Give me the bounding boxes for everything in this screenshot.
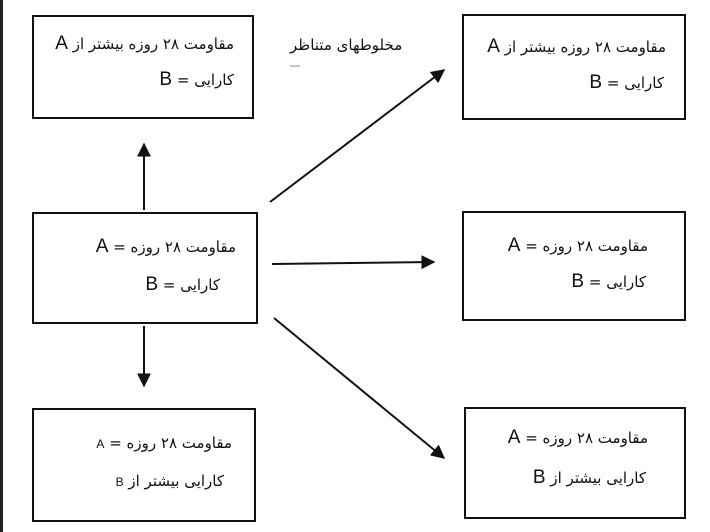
box-center-strength-var: A <box>95 236 109 257</box>
box-bottom-left-workability-label: کارایی بیشتر از <box>128 472 224 490</box>
box-middle-right: مقاومت ۲۸ روزه = A کارایی = B <box>462 211 686 321</box>
box-middle-right-line2: کارایی = B <box>571 271 646 293</box>
box-bottom-right-workability-label: کارایی بیشتر از <box>550 469 646 487</box>
box-top-left-workability-var: B <box>159 69 173 90</box>
box-top-right: مقاومت ۲۸ روزه بیشتر از A کارایی = B <box>462 14 686 120</box>
box-bottom-right-strength-label: مقاومت ۲۸ روزه = <box>525 429 648 447</box>
box-bottom-right-strength-var: A <box>507 427 521 448</box>
box-bottom-right: مقاومت ۲۸ روزه = A کارایی بیشتر از B <box>464 407 686 519</box>
box-top-right-workability-var: B <box>589 72 603 93</box>
box-top-right-strength-var: A <box>487 36 500 57</box>
box-middle-right-strength-var: A <box>507 235 521 256</box>
box-bottom-left-strength-label: مقاومت ۲۸ روزه = <box>109 434 232 452</box>
box-bottom-right-workability-var: B <box>532 467 546 488</box>
box-center-workability-label: کارایی = <box>162 276 220 294</box>
box-bottom-left-line2: کارایی بیشتر از B <box>116 472 224 490</box>
box-middle-right-workability-label: کارایی = <box>588 273 646 291</box>
box-bottom-left: مقاومت ۲۸ روزه = A کارایی بیشتر از B <box>32 408 256 522</box>
box-top-right-line1: مقاومت ۲۸ روزه بیشتر از A <box>487 36 666 58</box>
box-middle-right-strength-label: مقاومت ۲۸ روزه = <box>525 237 648 255</box>
box-center-line2: کارایی = B <box>145 274 220 296</box>
box-middle-right-line1: مقاومت ۲۸ روزه = A <box>508 235 648 257</box>
box-top-left: مقاومت ۲۸ روزه بیشتر از A کارایی = B <box>32 15 254 119</box>
page-edge <box>0 0 3 532</box>
box-middle-right-workability-var: B <box>571 271 585 292</box>
box-bottom-right-line1: مقاومت ۲۸ روزه = A <box>508 427 648 449</box>
box-bottom-right-line2: کارایی بیشتر از B <box>533 467 646 489</box>
box-top-left-workability-label: کارایی = <box>176 71 234 89</box>
box-top-left-line1: مقاومت ۲۸ روزه بیشتر از A <box>55 33 234 55</box>
box-top-left-strength-label: مقاومت ۲۸ روزه بیشتر از <box>72 35 234 53</box>
arrow-to-middle-right <box>271 255 436 270</box>
box-top-right-line2: کارایی = B <box>589 72 664 94</box>
box-bottom-left-workability-var: B <box>115 475 124 489</box>
box-center-workability-var: B <box>145 274 159 295</box>
box-bottom-left-strength-var: A <box>96 437 105 451</box>
box-center-strength-label: مقاومت ۲۸ روزه = <box>113 238 236 256</box>
box-bottom-left-line1: مقاومت ۲۸ روزه = A <box>96 434 232 452</box>
box-center-line1: مقاومت ۲۸ روزه = A <box>96 236 236 258</box>
box-top-left-strength-var: A <box>55 33 68 54</box>
arrow-to-top-right <box>269 69 446 203</box>
arrow-to-bottom-right <box>273 317 446 459</box>
box-top-right-strength-label: مقاومت ۲۸ روزه بیشتر از <box>504 38 666 56</box>
corresponding-mixes-caption: مخلوطهای متناظر <box>290 36 403 54</box>
box-top-right-workability-label: کارایی = <box>606 74 664 92</box>
box-top-left-line2: کارایی = B <box>159 69 234 91</box>
box-center: مقاومت ۲۸ روزه = A کارایی = B <box>32 212 258 324</box>
